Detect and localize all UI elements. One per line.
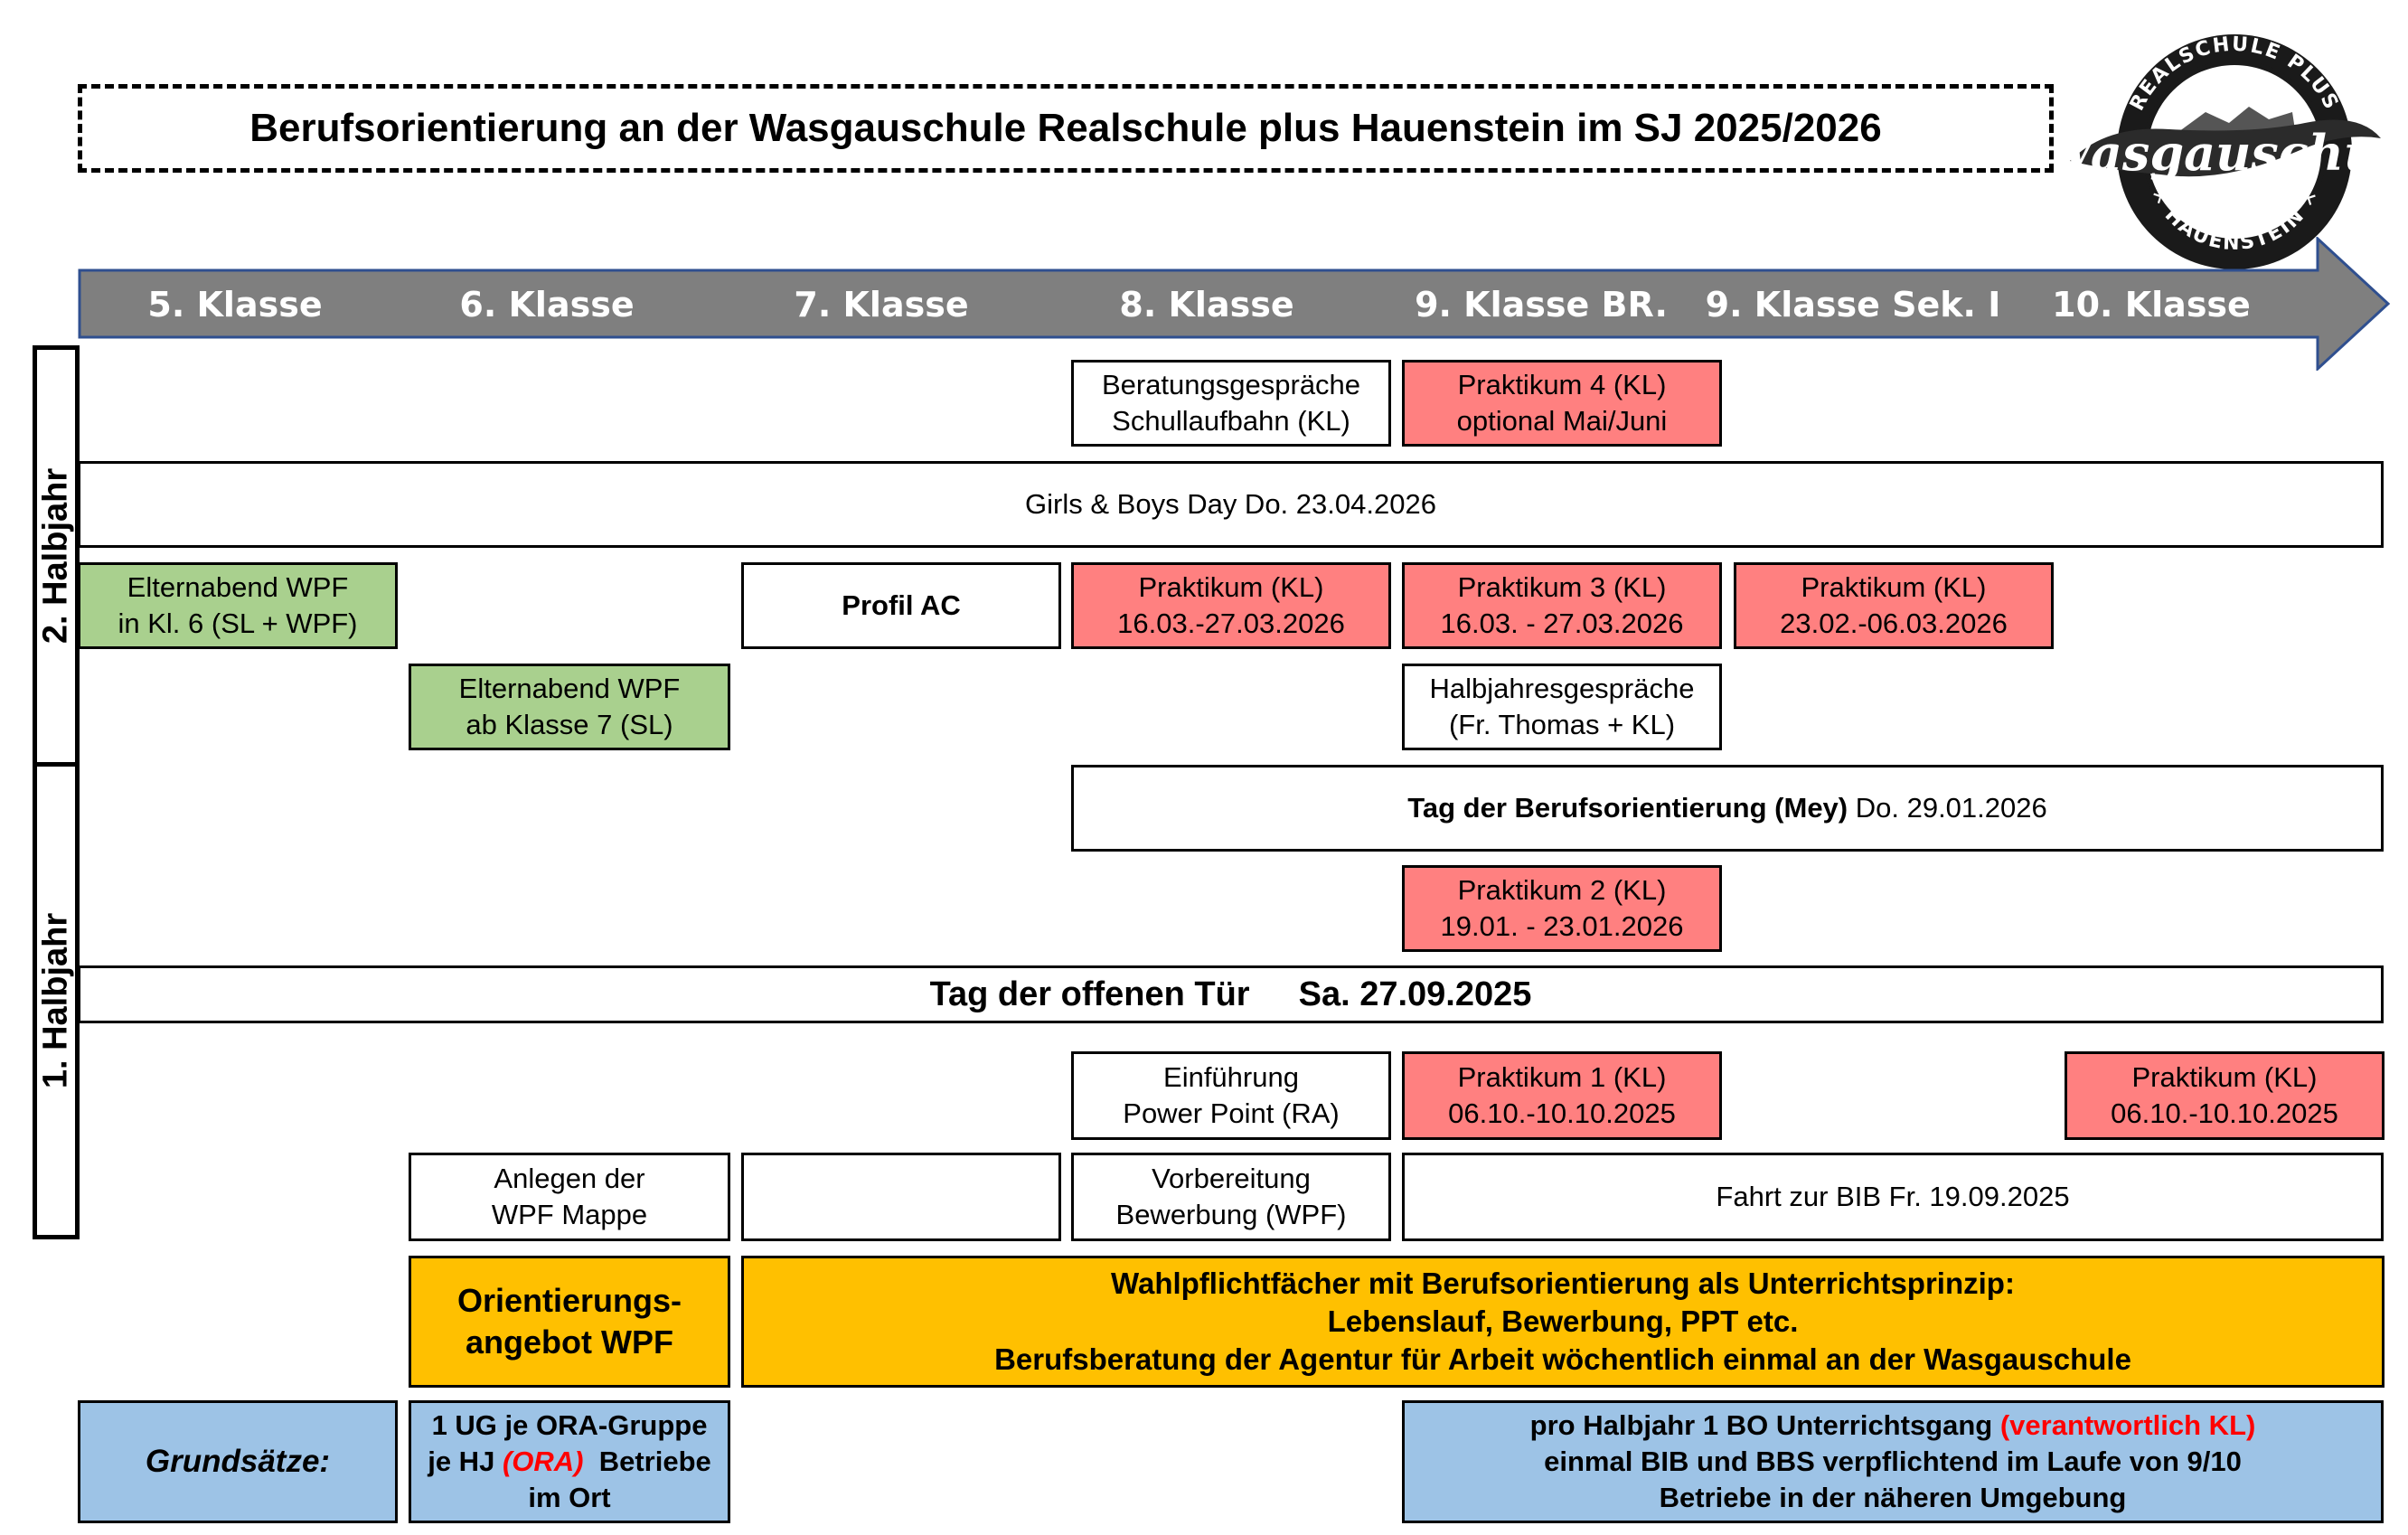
event-praktikum-1: Praktikum 1 (KL) 06.10.-10.10.2025 [1402,1051,1722,1140]
event-beratung-schullaufbahn: Beratungsgespräche Schullaufbahn (KL) [1071,360,1391,447]
semester-label-first: 1. Halbjahr [33,762,80,1239]
event-einfuehrung-powerpoint: Einführung Power Point (RA) [1071,1051,1391,1140]
event-wahlpflichtfaecher: Wahlpflichtfächer mit Berufsorientierung… [741,1256,2384,1388]
event-girls-boys-day: Girls & Boys Day Do. 23.04.2026 [78,461,2384,548]
event-praktikum-kl8: Praktikum (KL) 16.03.-27.03.2026 [1071,562,1391,649]
event-elternabend-kl6: Elternabend WPF in Kl. 6 (SL + WPF) [78,562,398,649]
semester-text-second: 2. Halbjahr [36,467,75,645]
event-vorbereitung-bewerbung: Vorbereitung Bewerbung (WPF) [1071,1153,1391,1241]
event-anlegen-wpf-mappe: Anlegen der WPF Mappe [409,1153,730,1241]
event-tag-der-berufsorientierung: Tag der Berufsorientierung (Mey) Do. 29.… [1071,765,2384,852]
event-fahrt-bib: Fahrt zur BIB Fr. 19.09.2025 [1402,1153,2384,1241]
event-orientierungsangebot-wpf: Orientierungs- angebot WPF [409,1256,730,1388]
grade-label-7: 7. Klasse [794,285,969,325]
event-profil-ac: Profil AC [741,562,1061,649]
event-praktikum-3: Praktikum 3 (KL) 16.03. - 27.03.2026 [1402,562,1722,649]
grade-label-9br: 9. Klasse BR. [1415,285,1668,325]
event-halbjahresgespraeche: Halbjahresgespräche (Fr. Thomas + KL) [1402,664,1722,750]
event-elternabend-kl7: Elternabend WPF ab Klasse 7 (SL) [409,664,730,750]
event-empty-kl7 [741,1153,1061,1241]
event-praktikum-2: Praktikum 2 (KL) 19.01. - 23.01.2026 [1402,865,1722,952]
semester-text-first: 1. Halbjahr [36,912,75,1089]
page-title: Berufsorientierung an der Wasgauschule R… [78,84,2054,173]
grade-label-9sek: 9. Klasse Sek. I [1705,285,2001,325]
event-praktikum-sek: Praktikum (KL) 23.02.-06.03.2026 [1734,562,2054,649]
event-tag-der-offenen-tuer: Tag der offenen Tür Sa. 27.09.2025 [78,965,2384,1023]
grade-label-6: 6. Klasse [459,285,635,325]
event-praktikum-kl10: Praktikum (KL) 06.10.-10.10.2025 [2065,1051,2384,1140]
svg-text:Wasgauschule: Wasgauschule [2070,124,2381,182]
event-praktikum-4: Praktikum 4 (KL) optional Mai/Juni [1402,360,1722,447]
page-title-text: Berufsorientierung an der Wasgauschule R… [249,106,1882,150]
grundsaetze-ug-ora: 1 UG je ORA-Gruppe je HJ (ORA) Betriebe … [409,1400,730,1523]
grundsaetze-bo-unterrichtsgang: pro Halbjahr 1 BO Unterrichtsgang (veran… [1402,1400,2384,1523]
semester-label-second: 2. Halbjahr [33,345,80,767]
school-logo: Wasgauschule REALSCHULE PLUS ✕ HAUENSTEI… [2070,33,2381,269]
grade-label-10: 10. Klasse [2052,285,2251,325]
grundsaetze-label: Grundsätze: [78,1400,398,1523]
grade-timeline-arrow [78,237,2391,371]
grade-label-5: 5. Klasse [147,285,323,325]
grade-label-8: 8. Klasse [1119,285,1294,325]
